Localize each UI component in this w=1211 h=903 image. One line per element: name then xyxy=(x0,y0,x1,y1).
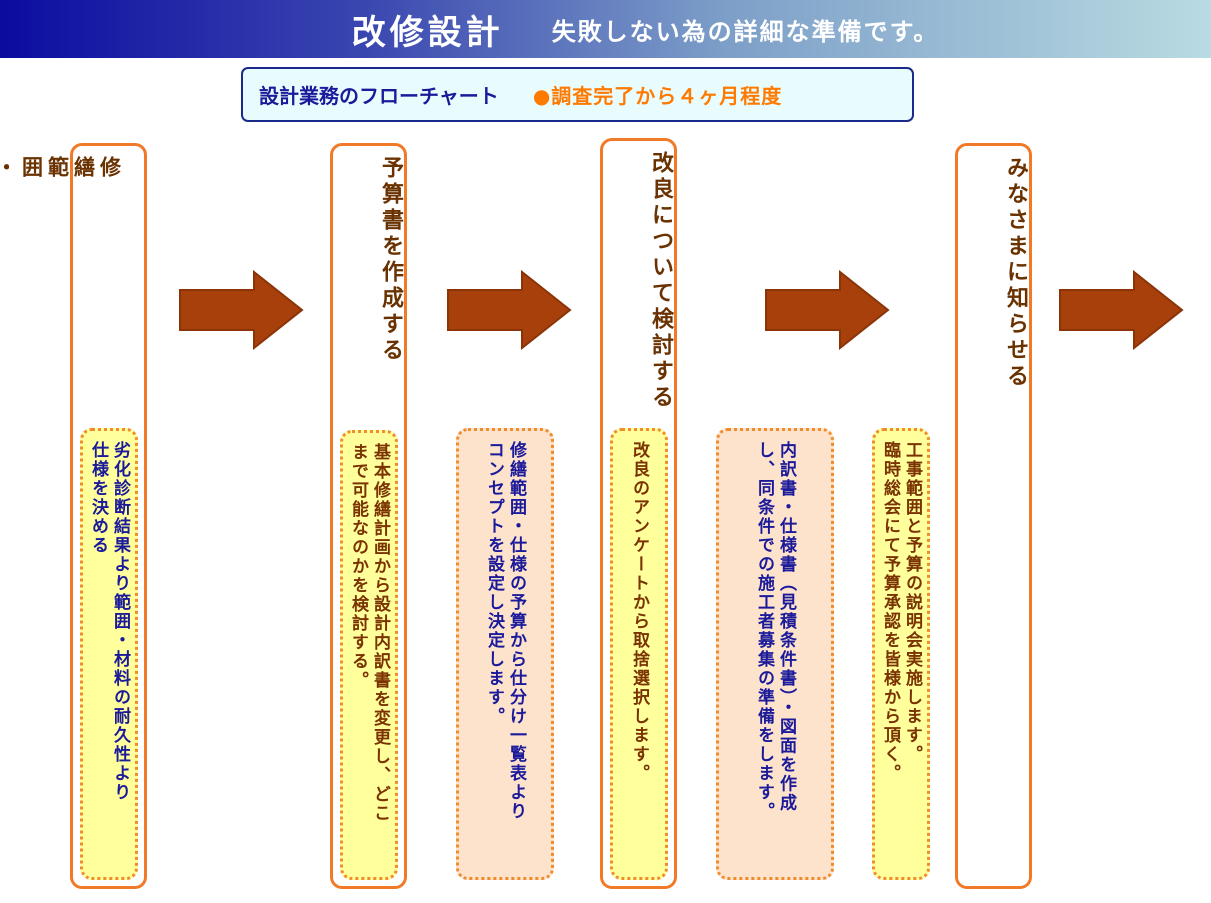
step-title-3: 改良について検討する xyxy=(648,151,673,411)
note-text-6: 工事範囲と予算の説明会実施します。 臨時総会にて予算承認を皆様から頂く。 xyxy=(880,441,922,783)
note-text-1: 劣化診断結果より範囲・材料の耐久性より 仕様を決める xyxy=(88,441,130,802)
page-title: 改修設計 xyxy=(351,12,504,53)
note-2: 基本修繕計画から設計内訳書を変更し、どこ まで可能なのかを検討する。 xyxy=(340,430,398,880)
note-4: 改良のアンケートから取捨選択します。 xyxy=(610,428,668,880)
step-title-4: みなさまに知らせる xyxy=(1003,156,1028,390)
note-text-5: 内訳書・仕様書（見積条件書）・図面を作成 し、同条件での施工者募集の準備をします… xyxy=(754,441,796,821)
flowchart-banner: 設計業務のフローチャート ●調査完了から４ヶ月程度 xyxy=(241,67,914,122)
note-6: 工事範囲と予算の説明会実施します。 臨時総会にて予算承認を皆様から頂く。 xyxy=(872,428,930,880)
right-arrow-icon xyxy=(1059,270,1184,350)
banner-title: 設計業務のフローチャート xyxy=(259,84,499,108)
note-1: 劣化診断結果より範囲・材料の耐久性より 仕様を決める xyxy=(80,428,138,880)
header-bar: 改修設計 失敗しない為の詳細な準備です。 xyxy=(0,0,1211,58)
banner-duration: ●調査完了から４ヶ月程度 xyxy=(532,84,783,108)
right-arrow-icon xyxy=(447,270,572,350)
right-arrow-icon xyxy=(765,270,890,350)
note-3: 修繕範囲・仕様の予算から仕分け一覧表より コンセプトを設定し決定します。 xyxy=(456,428,554,880)
note-text-2: 基本修繕計画から設計内訳書を変更し、どこ まで可能なのかを検討する。 xyxy=(348,443,390,823)
note-5: 内訳書・仕様書（見積条件書）・図面を作成 し、同条件での施工者募集の準備をします… xyxy=(716,428,834,880)
step-title-1: 修 繕 範 囲 ・ 仕 様 を 決 め る xyxy=(0,156,122,177)
step-title-2: 予算書を作成する xyxy=(378,156,403,364)
right-arrow-icon xyxy=(179,270,304,350)
step-box-4: みなさまに知らせる xyxy=(955,143,1032,889)
note-text-4: 改良のアンケートから取捨選択します。 xyxy=(629,441,649,783)
page-subtitle: 失敗しない為の詳細な準備です。 xyxy=(551,17,940,46)
note-text-3: 修繕範囲・仕様の予算から仕分け一覧表より コンセプトを設定し決定します。 xyxy=(484,441,526,821)
